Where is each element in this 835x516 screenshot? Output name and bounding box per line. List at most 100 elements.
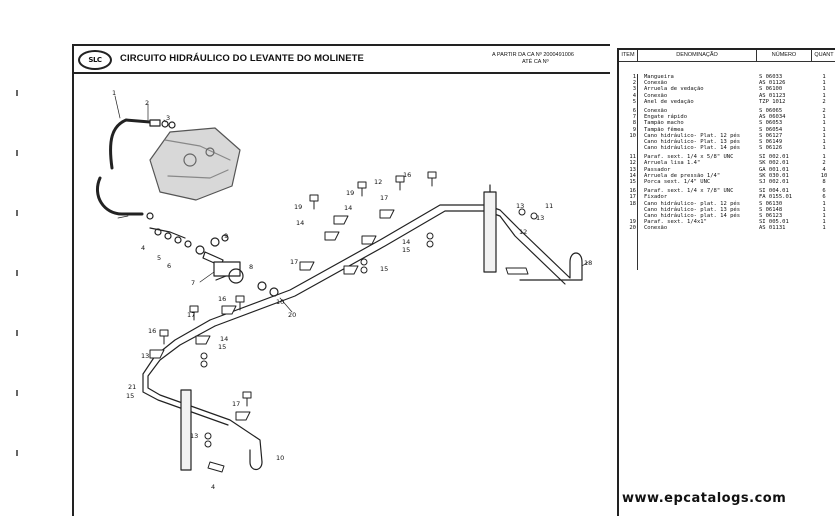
part-description: Arruela de pressão 1/4"	[644, 172, 721, 179]
part-description: Cano hidráulico- Plat. 13 pés	[644, 138, 741, 145]
callout-13d: 13	[190, 432, 199, 440]
item-number: 13	[629, 166, 636, 173]
hose-item-1	[109, 118, 152, 170]
edge-mark	[16, 390, 18, 396]
callout-10: 10	[276, 454, 285, 462]
item-number: 8	[632, 120, 636, 127]
part-description: Passador	[644, 166, 671, 173]
part-number: S 06033	[759, 74, 783, 80]
quantity: 1	[822, 92, 826, 99]
quantity: 1	[822, 212, 826, 219]
item-number: 10	[629, 132, 636, 139]
callout-4b: 4	[211, 483, 216, 491]
col-header-description: DENOMINAÇÃO	[638, 50, 757, 62]
quick-coupler-item-7	[213, 261, 244, 284]
item-number: 4	[632, 92, 636, 99]
item-number: 15	[629, 179, 636, 185]
part-description: Cano hidráulico- plat. 12 pés	[644, 200, 741, 207]
part-description: Arruela lisa 1.4"	[644, 160, 701, 167]
callout-17d: 17	[232, 400, 241, 408]
callout-7: 7	[191, 279, 196, 287]
callout-13: 13	[536, 214, 545, 222]
quantity: 1	[822, 138, 826, 145]
quantity: 1	[822, 145, 826, 152]
part-description: Conexão	[644, 92, 668, 99]
callout-17c: 17	[187, 311, 196, 319]
quantity: 2	[822, 107, 826, 114]
part-number: SI 002.01	[759, 154, 789, 161]
item-number: 1	[632, 74, 636, 80]
part-description: Paraf. sext. 1/4 x 5/8" UNC	[644, 154, 734, 161]
callout-14d: 14	[220, 335, 229, 343]
serial-to: ATÉ CA Nº	[522, 59, 549, 65]
quantity: 1	[822, 154, 826, 161]
callout-14: 14	[344, 204, 353, 212]
part-number: S 06100	[759, 86, 783, 93]
col-header-item: ITEM	[619, 50, 638, 62]
part-number: AS 01123	[759, 92, 786, 99]
quantity: 8	[822, 179, 826, 185]
edge-mark	[16, 270, 18, 276]
item-number: 17	[629, 194, 636, 201]
callout-13c: 13	[141, 352, 150, 360]
quantity: 1	[822, 206, 826, 213]
part-description: Porca sext. 1/4" UNC	[644, 179, 711, 185]
callout-16b: 16	[403, 171, 412, 179]
quantity: 1	[822, 74, 826, 80]
part-description: Anel de vedação	[644, 98, 694, 105]
callout-11: 11	[545, 202, 554, 210]
callout-5: 5	[157, 254, 162, 262]
diagram-sheet: SLC CIRCUITO HIDRÁULICO DO LEVANTE DO MO…	[72, 44, 610, 516]
callout-17: 17	[290, 258, 299, 266]
callout-18: 18	[584, 259, 593, 267]
table-row: 1 Mangueira S 06033 1	[619, 74, 835, 80]
watermark: www.epcatalogs.com	[622, 491, 787, 506]
sheet-header: SLC CIRCUITO HIDRÁULICO DO LEVANTE DO MO…	[74, 46, 610, 74]
item-number: 5	[632, 98, 636, 105]
callout-9: 9	[224, 232, 229, 240]
column-divider	[637, 74, 638, 270]
quantity: 6	[822, 188, 826, 195]
item-number: 3	[632, 86, 636, 93]
quantity: 1	[822, 114, 826, 121]
callout-10b: 10	[276, 298, 285, 306]
edge-mark	[16, 210, 18, 216]
part-description: Mangueira	[644, 74, 674, 80]
callout-20: 20	[288, 311, 297, 319]
part-number: SI 004.01	[759, 188, 789, 195]
callout-16: 16	[148, 327, 157, 335]
callout-21: 21	[128, 383, 137, 391]
item-number: 19	[629, 219, 636, 226]
item-number: 6	[632, 107, 636, 114]
part-description: Arruela de vedação	[644, 86, 704, 93]
callout-8: 8	[249, 263, 254, 271]
part-number: AS 01131	[759, 225, 786, 232]
part-number: S 06054	[759, 126, 783, 133]
hose-lower	[96, 176, 144, 216]
quantity: 1	[822, 225, 826, 232]
col-header-quantity: QUANT	[812, 50, 835, 62]
part-description: Conexão	[644, 107, 668, 114]
item-number: 12	[629, 160, 636, 167]
part-number: SI 005.01	[759, 219, 789, 226]
part-description: Cano hidráulico- plat. 14 pés	[644, 212, 741, 219]
item-number: 7	[632, 114, 636, 121]
part-description: Tampão fêmea	[644, 126, 684, 133]
